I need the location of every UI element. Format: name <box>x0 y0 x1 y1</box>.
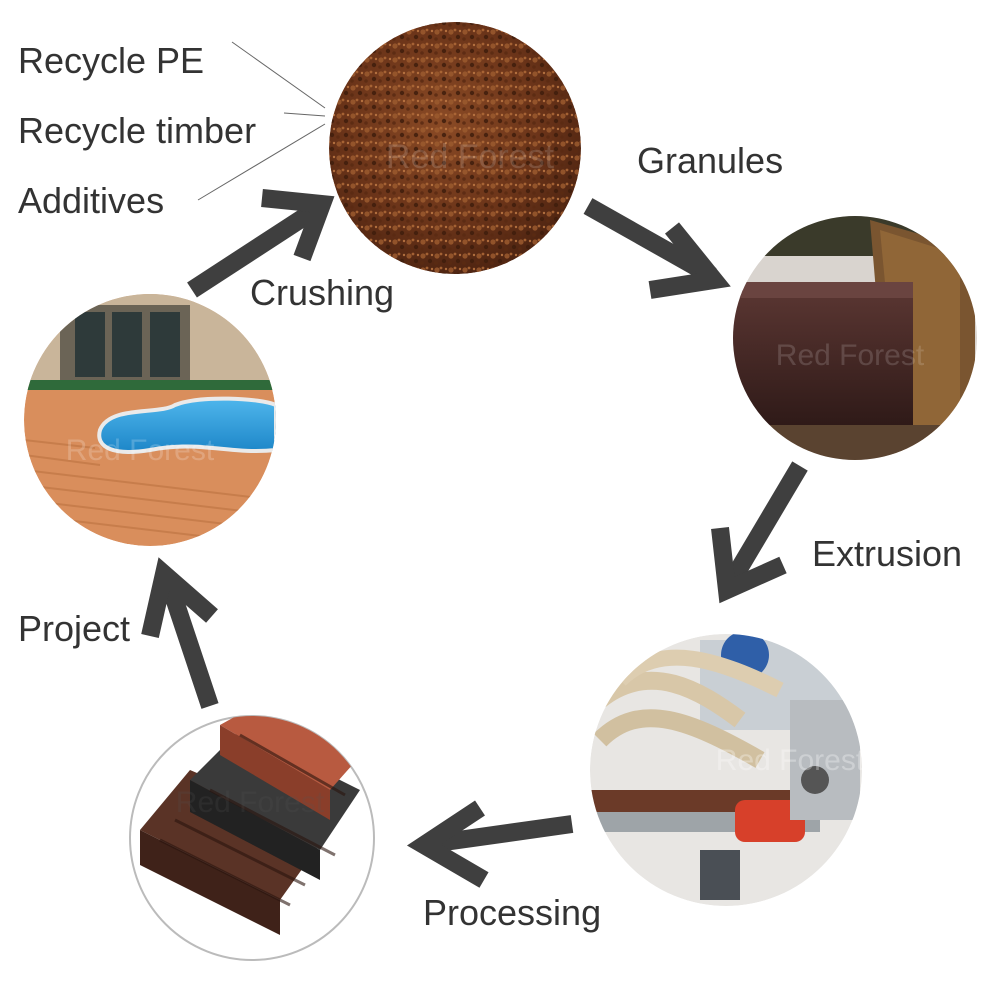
material-label-additives: Additives <box>18 180 165 221</box>
arrow-decking-to-pool <box>141 557 219 709</box>
granules-image: Red Forest <box>329 22 581 274</box>
arrow-machine-to-decking <box>406 800 574 888</box>
decking-image: Red Forest <box>129 715 375 961</box>
flow-arrows <box>141 189 808 888</box>
watermark-pool: Red Forest <box>66 434 215 467</box>
arrow-pool-to-granules <box>187 189 335 298</box>
step-label-processing: Processing <box>423 892 602 933</box>
step-label-granules: Granules <box>637 140 784 181</box>
arrow-granules-to-board <box>583 198 731 299</box>
step-label-project: Project <box>18 608 131 649</box>
board-image: Red Forest <box>733 216 977 460</box>
pointer-line-pe <box>231 41 326 109</box>
step-label-extrusion: Extrusion <box>812 533 963 574</box>
pointer-line-timber <box>283 112 326 117</box>
watermark-granules: Red Forest <box>386 138 555 176</box>
watermark-machine: Red Forest <box>716 744 865 777</box>
watermark-board: Red Forest <box>776 339 925 372</box>
material-label-recycle-pe: Recycle PE <box>18 40 205 81</box>
step-label-crushing: Crushing <box>250 272 395 313</box>
material-pointer-lines <box>197 41 326 201</box>
machine-image: Red Forest <box>590 634 865 906</box>
pool-deck-image: Red Forest <box>24 294 276 546</box>
arrow-board-to-machine <box>711 461 808 604</box>
pointer-line-additives <box>197 123 326 201</box>
watermark-decking: Red Forest <box>176 786 325 819</box>
material-label-recycle-timber: Recycle timber <box>18 110 257 151</box>
